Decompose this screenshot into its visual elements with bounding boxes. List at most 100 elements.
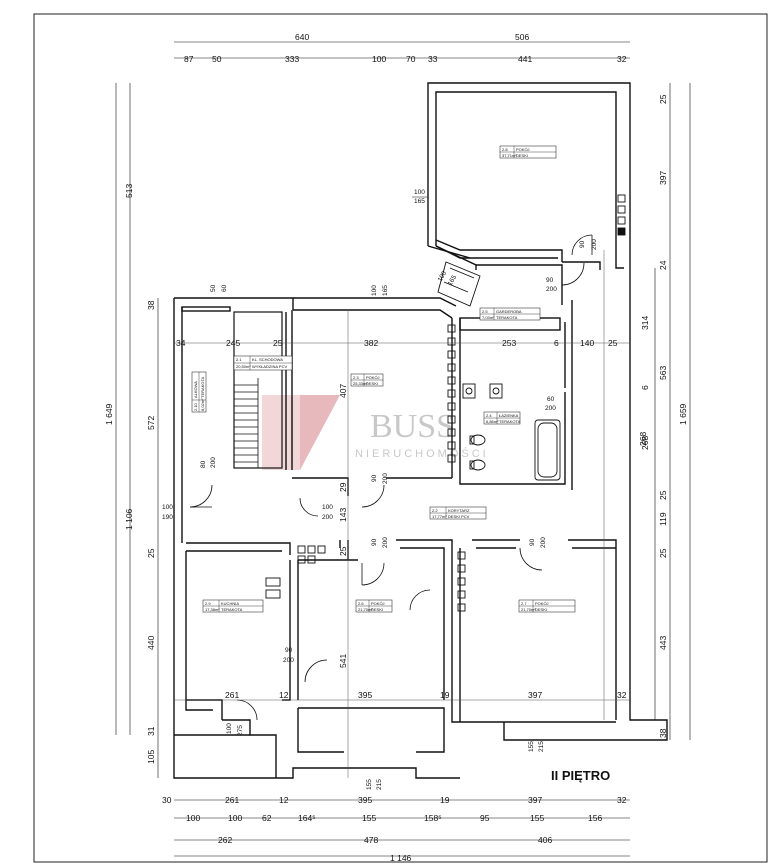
dim-right-inner-12: 38 <box>658 728 668 738</box>
dim-bottom-r2-8: 155 <box>530 813 544 823</box>
opening-top: 90 <box>546 277 554 284</box>
svg-text:DESKI PCV: DESKI PCV <box>448 514 470 519</box>
opening-top: 100 <box>414 189 425 196</box>
grid-lines <box>174 250 630 778</box>
opening-top: 50 <box>210 284 217 292</box>
dim-right-inner-8: 25 <box>658 490 668 500</box>
sink-2 <box>489 383 503 399</box>
room-label-2-9: 2.9 KUCHNIA 17,38m² TERAKOTA <box>202 599 264 613</box>
room-label-2-6: 2.6 POKÓJ 21,70m² DESKI <box>355 599 393 613</box>
dim-left-small-3: 25 <box>273 338 283 348</box>
svg-text:KL. SCHODOWA: KL. SCHODOWA <box>252 357 283 362</box>
dim-inner-vert-6: 268 <box>638 432 648 446</box>
svg-text:2.5: 2.5 <box>482 309 488 314</box>
dim-bottom-r3-1: 262 <box>218 835 232 845</box>
dim-right-inner-10: 25 <box>658 548 668 558</box>
opening-top: 90 <box>579 240 586 248</box>
opening-top: 90 <box>371 474 378 482</box>
room-label-2-4: 2.4 ŁAZIENKA 6,86m² TERAKOTA <box>483 411 521 425</box>
opening-bottom: 215 <box>538 741 545 752</box>
svg-text:2.1: 2.1 <box>236 357 242 362</box>
dim-right-inner-1: 25 <box>658 94 668 104</box>
svg-text:21,70m²: 21,70m² <box>521 607 536 612</box>
room-label-2-3: 2.3 POKÓJ 25,33m² DESKI <box>350 373 384 387</box>
svg-text:2.6: 2.6 <box>358 601 364 606</box>
svg-text:KUCHNIA: KUCHNIA <box>221 601 239 606</box>
dim-right-inner-9: 119 <box>658 512 668 526</box>
opening-top: 100 <box>162 504 173 511</box>
watermark-tagline: NIERUCHOMOŚCI <box>355 447 489 460</box>
svg-text:2.2: 2.2 <box>432 508 438 513</box>
dim-inner-vert-4: 25 <box>338 546 348 556</box>
opening-bottom: 200 <box>546 286 557 293</box>
dim-right-inner-7: 268 <box>640 436 650 450</box>
opening-bottom: 200 <box>382 537 389 548</box>
dim-bottom-r2-5: 155 <box>362 813 376 823</box>
svg-text:20,50m²: 20,50m² <box>236 364 251 369</box>
opening-bottom: 165 <box>447 274 459 287</box>
svg-text:2.9: 2.9 <box>205 601 211 606</box>
dim-bottom-r2-7: 95 <box>480 813 490 823</box>
opening-top: 100 <box>437 270 449 283</box>
dim-left-inner-7: 105 <box>146 750 156 764</box>
dim-inner-vert-2: 29 <box>338 482 348 492</box>
opening-bottom: 200 <box>591 239 598 250</box>
dim-inner-row1-4: 140 <box>580 338 594 348</box>
opening-top: 60 <box>547 396 555 403</box>
opening-top: 100 <box>226 723 233 734</box>
bathroom-fixtures <box>462 383 561 481</box>
dim-top-part-8: 32 <box>617 54 627 64</box>
svg-text:POKÓJ: POKÓJ <box>516 147 530 152</box>
opening-bottom: 200 <box>322 514 333 521</box>
right-dimensions: 1 659 25 397 24 314 563 6 268 25 119 25 … <box>640 94 688 738</box>
dim-bottom-r1-1: 30 <box>162 795 172 805</box>
dim-inner-row2-2: 12 <box>279 690 289 700</box>
opening-top: 155 <box>366 779 373 790</box>
room-label-2-8: 2.8 POKÓJ 37,71m² DESKI <box>499 145 557 159</box>
dim-right-inner-6: 6 <box>640 385 650 390</box>
dim-inner-vert-1: 407 <box>338 384 348 398</box>
dim-inner-vert-5: 541 <box>338 654 348 668</box>
dim-inner-row2-3: 395 <box>358 690 372 700</box>
dim-inner-row2-4: 19 <box>440 690 450 700</box>
dim-inner-row1-2: 253 <box>502 338 516 348</box>
svg-text:POKÓJ: POKÓJ <box>535 601 549 606</box>
dim-left-outer-2: 1 649 <box>104 403 114 425</box>
dim-bottom-r2-3: 62 <box>262 813 272 823</box>
opening-bottom: 275 <box>237 725 244 736</box>
opening-bottom: 200 <box>382 473 389 484</box>
watermark-logo-accent <box>300 395 340 470</box>
bathtub <box>534 419 561 481</box>
opening-bottom: 60 <box>221 284 228 292</box>
opening-top: 90 <box>529 538 536 546</box>
svg-text:7,03m²: 7,03m² <box>482 315 495 320</box>
dim-bottom-r1-6: 397 <box>528 795 542 805</box>
dim-inner-row1-3: 6 <box>554 338 559 348</box>
dim-inner-row2-1: 261 <box>225 690 239 700</box>
dim-top-total-1: 640 <box>295 32 309 42</box>
dim-bottom-r2-4: 164⁵ <box>298 813 316 823</box>
dim-inner-row2-5: 397 <box>528 690 542 700</box>
dim-right-outer-1: 1 659 <box>678 403 688 425</box>
svg-text:DESKI: DESKI <box>371 607 383 612</box>
door-arc <box>571 234 593 256</box>
opening-top: 90 <box>285 647 293 654</box>
door-swings <box>189 234 593 721</box>
svg-text:WYKŁADZINA PCV: WYKŁADZINA PCV <box>252 364 287 369</box>
dim-top-part-4: 100 <box>372 54 386 64</box>
svg-text:8,02m²: 8,02m² <box>200 398 205 411</box>
dim-bottom-r2-9: 156 <box>588 813 602 823</box>
dim-bottom-r1-3: 12 <box>279 795 289 805</box>
svg-text:ŁAZIENKA: ŁAZIENKA <box>499 413 519 418</box>
dim-inner-vert-3: 143 <box>338 508 348 522</box>
svg-text:GARDEROBA: GARDEROBA <box>496 309 522 314</box>
dim-left-inner-2: 572 <box>146 416 156 430</box>
dim-top-part-7: 441 <box>518 54 532 64</box>
room-label-2-7: 2.7 POKÓJ 21,70m² DESKI <box>518 599 576 613</box>
dim-top-part-6: 33 <box>428 54 438 64</box>
svg-text:DESKI: DESKI <box>516 153 528 158</box>
dim-inner-row2-6: 32 <box>617 690 627 700</box>
svg-text:DESKI: DESKI <box>535 607 547 612</box>
dim-right-inner-4: 314 <box>640 316 650 330</box>
room-labels: 2.8 POKÓJ 37,71m² DESKI 2.5 GARDEROBA 7,… <box>191 145 576 613</box>
